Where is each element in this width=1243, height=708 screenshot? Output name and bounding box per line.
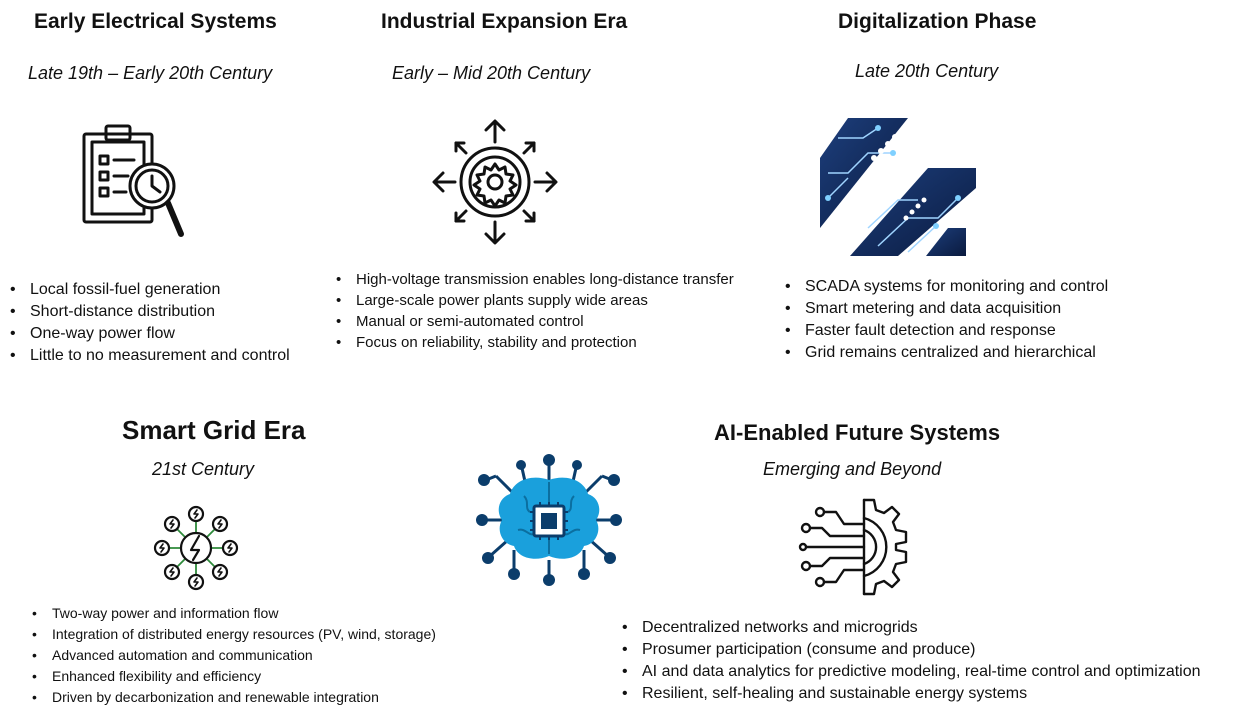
era-bullets-industrial-expansion: High-voltage transmission enables long-d… [332, 269, 734, 353]
list-item: Large-scale power plants supply wide are… [332, 290, 690, 311]
era-title-smart-grid: Smart Grid Era [122, 415, 306, 445]
list-item: SCADA systems for monitoring and control [781, 276, 1108, 298]
list-item: Prosumer participation (consume and prod… [618, 639, 1201, 661]
list-item: Local fossil-fuel generation [6, 279, 290, 301]
era-subtitle-early-electrical: Late 19th – Early 20th Century [28, 63, 273, 83]
energy-network-icon [148, 502, 244, 599]
era-title-early-electrical: Early Electrical Systems [34, 10, 277, 33]
list-item: AI and data analytics for predictive mod… [618, 661, 1201, 683]
list-item: Driven by decarbonization and renewable … [28, 687, 436, 708]
list-item: Grid remains centralized and hierarchica… [781, 342, 1108, 364]
list-item: Manual or semi-automated control [332, 311, 690, 332]
ai-gear-circuit-icon [798, 494, 918, 603]
list-item: Smart metering and data acquisition [781, 298, 1108, 320]
gear-expand-arrows-icon [430, 118, 560, 251]
list-item: Resilient, self-healing and sustainable … [618, 683, 1201, 705]
era-bullets-ai-enabled: Decentralized networks and microgrids Pr… [618, 617, 1201, 705]
list-item: Faster fault detection and response [781, 320, 1108, 342]
clipboard-clock-magnifier-icon [78, 122, 188, 247]
era-bullets-digitalization: SCADA systems for monitoring and control… [781, 276, 1108, 364]
list-item: Two-way power and information flow [28, 603, 436, 624]
list-item: High-voltage transmission enables long-d… [332, 269, 734, 290]
era-title-industrial-expansion: Industrial Expansion Era [381, 10, 628, 33]
list-item: Little to no measurement and control [6, 345, 290, 367]
list-item: Enhanced flexibility and efficiency [28, 666, 436, 687]
ai-brain-chip-icon [474, 450, 624, 595]
era-subtitle-digitalization: Late 20th Century [855, 61, 999, 81]
circuit-board-icon [818, 118, 978, 263]
list-item: Short-distance distribution [6, 301, 290, 323]
era-title-digitalization: Digitalization Phase [838, 10, 1037, 33]
list-item: One-way power flow [6, 323, 290, 345]
list-item: Integration of distributed energy resour… [28, 624, 436, 645]
era-bullets-smart-grid: Two-way power and information flow Integ… [28, 603, 436, 708]
era-subtitle-smart-grid: 21st Century [152, 459, 255, 479]
list-item: Advanced automation and communication [28, 645, 436, 666]
era-bullets-early-electrical: Local fossil-fuel generation Short-dista… [6, 279, 290, 367]
list-item: Focus on reliability, stability and prot… [332, 332, 690, 353]
era-title-ai-enabled: AI-Enabled Future Systems [714, 420, 1001, 445]
list-item: Decentralized networks and microgrids [618, 617, 1201, 639]
era-subtitle-industrial-expansion: Early – Mid 20th Century [392, 63, 591, 83]
era-subtitle-ai-enabled: Emerging and Beyond [763, 459, 942, 479]
